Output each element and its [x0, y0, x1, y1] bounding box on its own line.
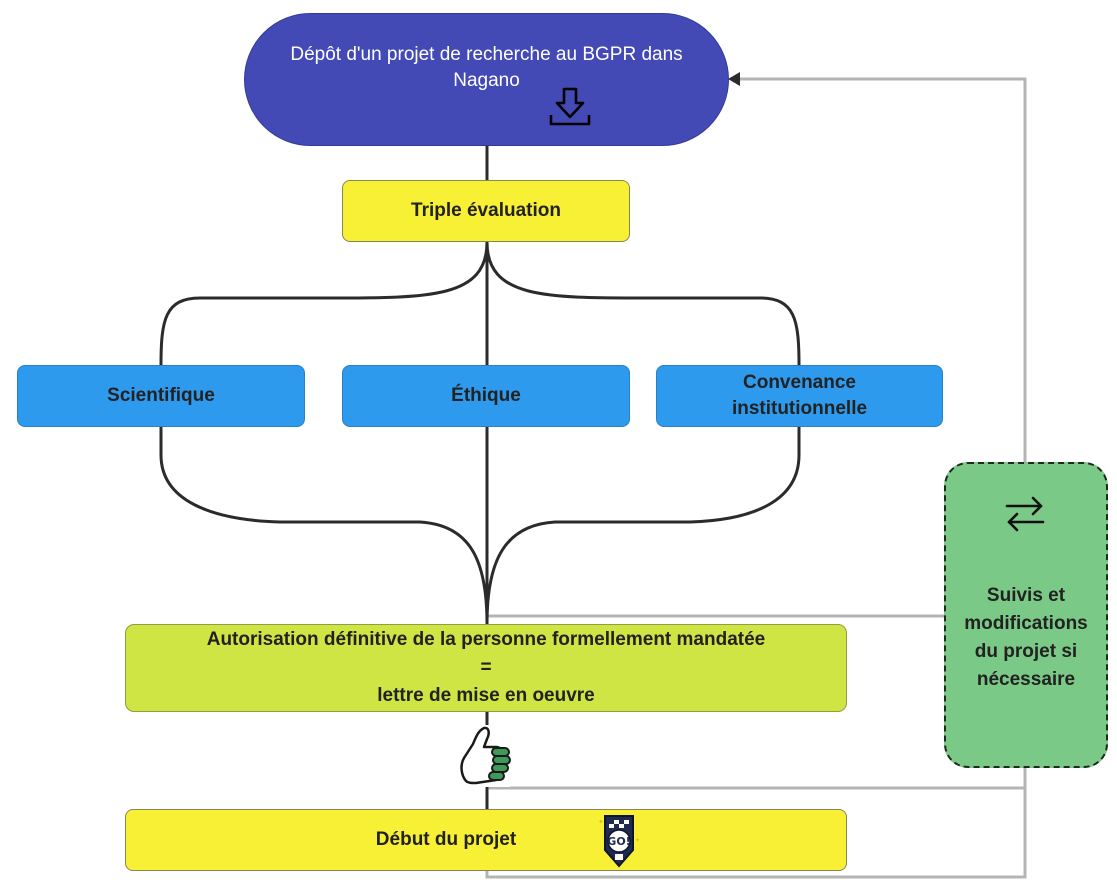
feedback-line-thumb — [487, 768, 1027, 790]
node-scientifique-label: Scientifique — [107, 385, 215, 406]
node-convenance-line1: Convenance — [743, 372, 856, 393]
node-convenance-line2: institutionnelle — [731, 398, 868, 419]
node-autorisation-line3: lettre de mise en oeuvre — [377, 685, 595, 706]
feedback-connectors — [485, 77, 1027, 879]
feedback-arrowhead — [728, 72, 740, 86]
node-convenance-institutionnelle: Convenance institutionnelle — [656, 365, 943, 427]
node-suivis-line4: nécessaire — [976, 668, 1076, 690]
connector-triple-scientifique — [159, 241, 489, 366]
node-depot-projet: Dépôt d'un projet de recherche au BGPR d… — [244, 13, 729, 146]
download-tray-icon — [549, 87, 591, 126]
node-ethique-label: Éthique — [451, 385, 521, 406]
connector-triple-convenance — [485, 241, 801, 366]
node-suivis-modifications: Suivis et modifications du projet si néc… — [944, 462, 1108, 768]
connector-scientifique-auth — [159, 427, 489, 625]
node-depot-projet-line2: Nagano — [453, 69, 520, 91]
node-suivis-line3: du projet si — [974, 640, 1078, 662]
svg-text:✦: ✦ — [598, 818, 604, 826]
go-badge-text: GO! — [607, 835, 630, 848]
node-autorisation-definitive: Autorisation définitive de la personne f… — [125, 624, 847, 712]
thumbs-up-icon — [460, 725, 511, 787]
node-depot-projet-line1: Dépôt d'un projet de recherche au BGPR d… — [290, 43, 683, 65]
swap-arrows-icon — [1005, 496, 1045, 532]
connector-convenance-auth — [485, 427, 801, 625]
node-scientifique: Scientifique — [17, 365, 305, 427]
node-debut-projet: Début du projet — [125, 809, 847, 871]
node-debut-projet-label: Début du projet — [375, 829, 517, 850]
node-triple-evaluation: Triple évaluation — [342, 180, 630, 242]
feedback-line-debut — [485, 788, 1027, 879]
node-suivis-line2: modifications — [964, 612, 1088, 634]
node-suivis-line1: Suivis et — [986, 584, 1066, 606]
go-badge-icon: ✦ ✦ GO! — [598, 815, 640, 868]
node-triple-evaluation-label: Triple évaluation — [411, 200, 561, 221]
svg-text:✦: ✦ — [635, 837, 640, 844]
feedback-line-top — [732, 77, 1027, 462]
node-autorisation-line1: Autorisation définitive de la personne f… — [206, 629, 766, 650]
node-autorisation-line2: = — [480, 657, 492, 678]
node-ethique: Éthique — [342, 365, 630, 427]
